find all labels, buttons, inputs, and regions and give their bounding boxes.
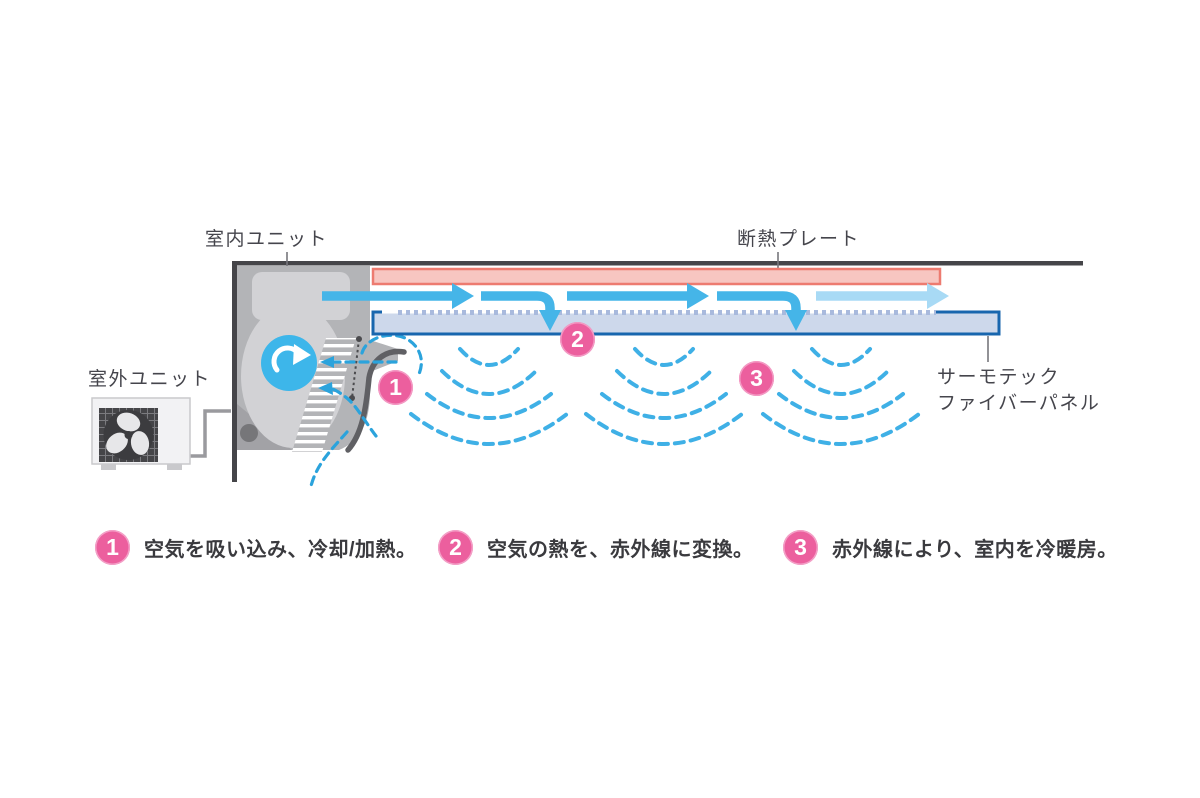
fiber-panel-bar bbox=[371, 308, 1001, 336]
legend-badge-1: 1 bbox=[95, 529, 130, 565]
legend-text-1: 空気を吸い込み、冷却/加熱。 bbox=[144, 538, 417, 561]
ceiling-wall-lines bbox=[232, 261, 1083, 482]
legend-item-2: 2 空気の熱を、赤外線に変換。 bbox=[438, 529, 754, 565]
indoor-unit-knob bbox=[240, 424, 258, 442]
outdoor-fan-icon bbox=[103, 410, 154, 460]
outlet-flap bbox=[345, 348, 407, 453]
indoor-unit bbox=[237, 266, 407, 453]
fiber-panel-label-line2: ファイバーパネル bbox=[937, 392, 1101, 414]
refrigerant-pipe bbox=[190, 409, 231, 458]
legend-item-1: 1 空気を吸い込み、冷却/加熱。 bbox=[95, 529, 417, 565]
fiber-panel-label: サーモテック ファイバーパネル bbox=[937, 364, 1100, 416]
intake-airflow-dashes bbox=[309, 333, 423, 488]
step-1-badge: 1 bbox=[378, 370, 413, 405]
legend-text-2: 空気の熱を、赤外線に変換。 bbox=[487, 538, 754, 561]
indoor-unit-label: 室内ユニット bbox=[205, 228, 329, 250]
outdoor-unit-label: 室外ユニット bbox=[88, 368, 212, 390]
legend-text-3: 赤外線により、室内を冷暖房。 bbox=[832, 538, 1118, 561]
intake-arrowheads bbox=[318, 356, 334, 395]
infrared-wave-arcs bbox=[409, 347, 921, 446]
fiber-panel-label-line1: サーモテック bbox=[937, 366, 1061, 388]
legend-item-3: 3 赤外線により、室内を冷暖房。 bbox=[783, 529, 1118, 565]
fan-icon bbox=[261, 335, 317, 391]
step-3-badge: 3 bbox=[739, 361, 774, 396]
airflow-arrows bbox=[322, 283, 949, 331]
heat-exchanger-hatch bbox=[292, 338, 356, 452]
outdoor-unit bbox=[91, 397, 231, 470]
wave-group-3 bbox=[761, 347, 921, 446]
wave-group-1 bbox=[409, 347, 569, 446]
insulation-plate-label: 断熱プレート bbox=[737, 228, 861, 250]
legend-badge-2: 2 bbox=[438, 529, 473, 565]
legend-badge-3: 3 bbox=[783, 529, 818, 565]
insulation-plate-bar bbox=[371, 267, 942, 286]
wave-group-2 bbox=[584, 347, 744, 446]
step-2-badge: 2 bbox=[560, 322, 595, 357]
